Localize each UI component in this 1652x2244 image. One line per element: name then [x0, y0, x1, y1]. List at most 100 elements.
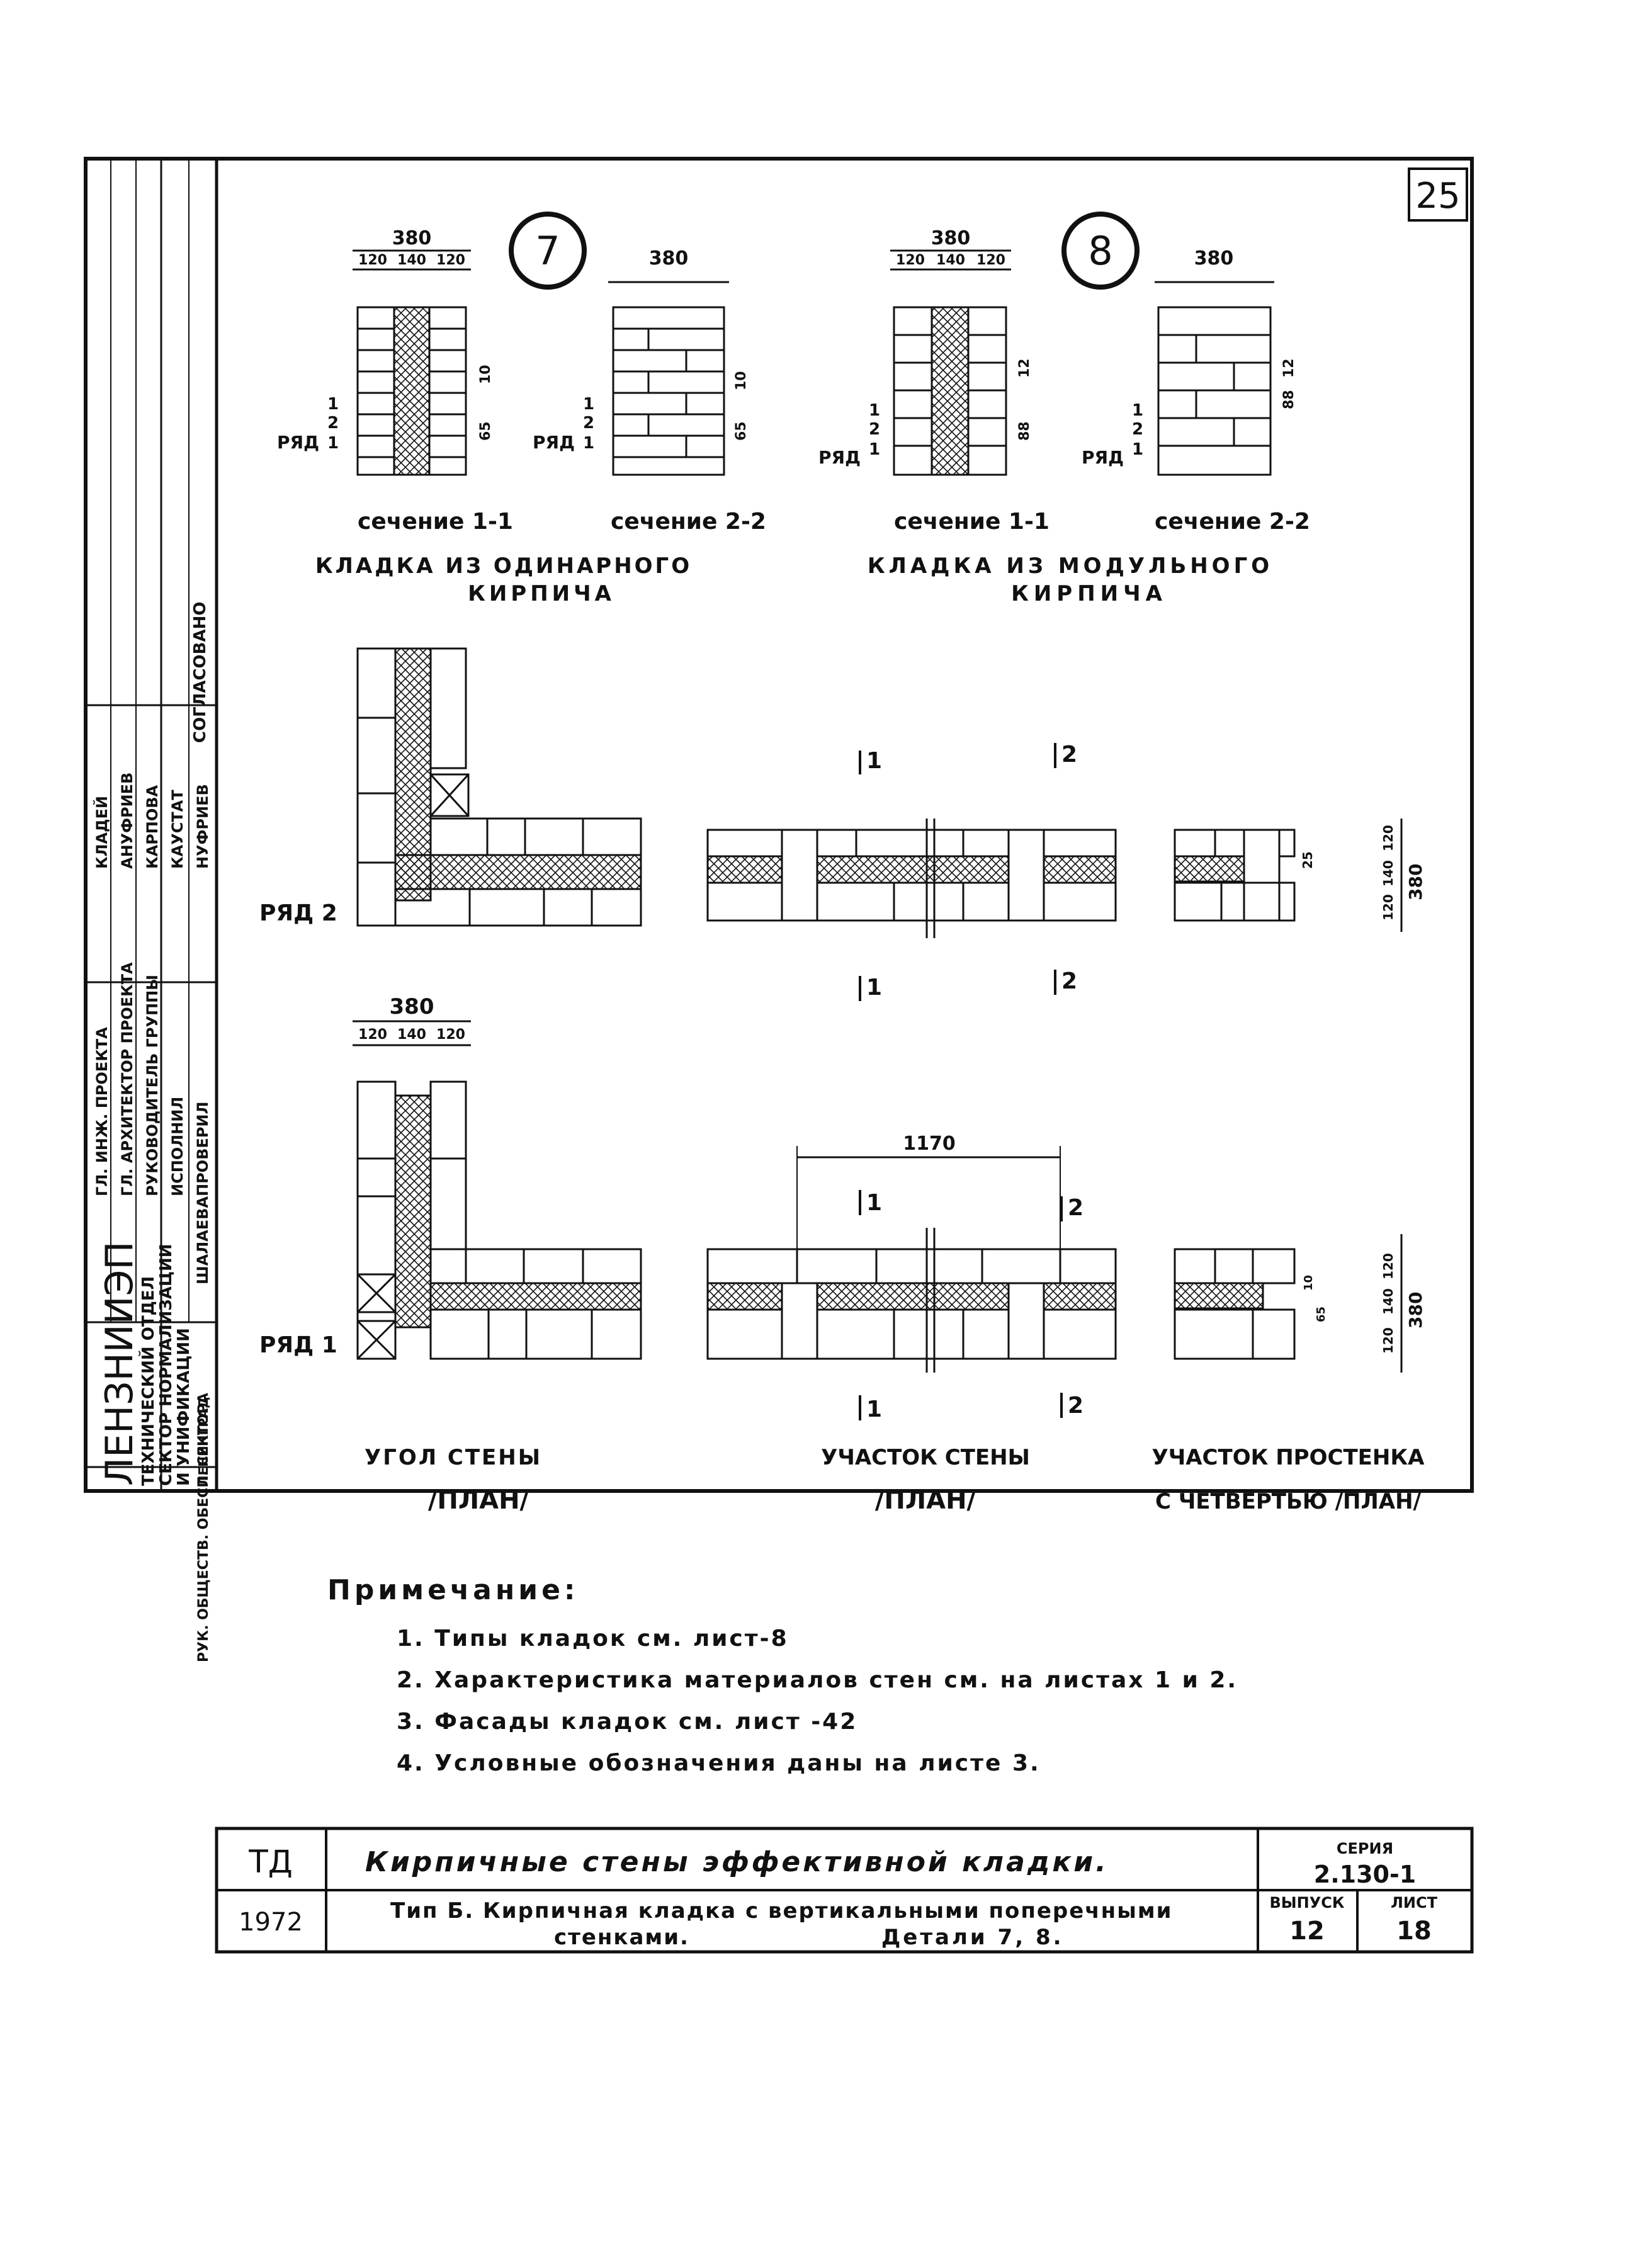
tb-title: Кирпичные стены эффективной кладки. [365, 1846, 1109, 1878]
row-num-7a-2: 2 [327, 414, 339, 433]
detail-7-title-1: КЛАДКА ИЗ ОДИНАРНОГО [315, 553, 692, 579]
tb-year: 1972 [239, 1908, 303, 1937]
corner-dim-b: 140 [397, 1027, 426, 1043]
row-label-7a: РЯД [277, 432, 319, 453]
dim-7-1-height: 65 [478, 421, 494, 441]
org-line-2: ТЕХНИЧЕСКИЙ ОТДЕЛ [138, 1276, 158, 1486]
tb-subtitle-1: Тип Б. Кирпичная кладка с вертикальными … [390, 1898, 1173, 1924]
dim-7-1-part-a: 120 [358, 252, 387, 268]
detail-marker-7: 7 [535, 228, 560, 274]
detail-marker-8-circle [1061, 212, 1140, 290]
pier-plan-row-2: 380 120 140 120 25 [1174, 819, 1426, 932]
side-stamp: СОГЛАСОВАНО ГЛ. ИНЖ. ПРОЕКТА ГЛ. АРХИТЕК… [86, 159, 217, 1662]
detail-7: 7 380 120 140 120 10 65 РЯД 1 [277, 212, 766, 606]
dim-8-1-joint: 12 [1017, 358, 1032, 378]
mark-2-top-r1: 2 [1068, 1195, 1083, 1221]
corner-dim-total: 380 [390, 994, 434, 1019]
notes-heading: Примечание: [327, 1574, 579, 1606]
dim-8-1-total: 380 [931, 227, 971, 249]
mark-1-top-r2: 1 [866, 748, 882, 774]
row-1-label: РЯД 1 [259, 1332, 337, 1358]
pier-r1-total: 380 [1405, 1292, 1426, 1329]
name-3: АНУФРИЕВ [118, 773, 136, 869]
role-3: РУКОВОДИТЕЛЬ ГРУППЫ [144, 975, 161, 1196]
role-1: ГЛ. ИНЖ. ПРОЕКТА [93, 1027, 111, 1196]
mark-2-top-r2: 2 [1061, 742, 1077, 768]
row-num-8b-2: 2 [1132, 420, 1143, 439]
row-num-7a-1: 1 [327, 395, 339, 414]
corner-dim-c: 120 [436, 1027, 465, 1043]
dim-7-1-part-c: 120 [436, 252, 465, 268]
tb-series-label: СЕРИЯ [1337, 1840, 1393, 1857]
org-line-3: СЕКТОР НОРМАЛИЗАЦИИ [157, 1244, 176, 1486]
mark-1-bot-r2: 1 [866, 975, 882, 1000]
caption-segment-2: /ПЛАН/ [875, 1486, 976, 1515]
pier-r1-height: 65 [1315, 1306, 1328, 1322]
role-2: ГЛ. АРХИТЕКТОР ПРОЕКТА [118, 962, 136, 1196]
detail-8: 8 380 120 140 120 12 88 РЯД 1 2 1 сечени… [818, 212, 1310, 606]
org-line-5: ЛЕНИНГРАД [196, 1397, 211, 1486]
dim-7-2-total: 380 [649, 247, 689, 269]
dim-7-1-part-b: 140 [397, 252, 426, 268]
approved-label: СОГЛАСОВАНО [191, 602, 210, 743]
section-7-1-1: 380 120 140 120 10 65 РЯД 1 2 1 сечение … [277, 227, 513, 535]
caption-7-1-1: сечение 1-1 [358, 509, 513, 535]
row-num-7b-2: 2 [583, 414, 594, 433]
name-1: ШАЛАЕВА [194, 1196, 212, 1284]
caption-8-2-2: сечение 2-2 [1155, 509, 1310, 535]
row-num-8b-3: 1 [1132, 440, 1143, 459]
name-4: КАРПОВА [144, 785, 161, 869]
tb-code: ТД [248, 1844, 293, 1880]
pier-r1-joint: 10 [1302, 1275, 1315, 1291]
dim-8-1-part-b: 140 [936, 252, 965, 268]
mark-2-bot-r1: 2 [1068, 1393, 1083, 1419]
mark-1-bot-r1: 1 [866, 1397, 882, 1422]
row-num-7a-3: 1 [327, 434, 339, 453]
note-2: 2. Характеристика материалов стен см. на… [397, 1667, 1238, 1693]
row-num-8b-1: 1 [1132, 401, 1143, 420]
detail-marker-7-circle [509, 212, 587, 290]
section-8-2-2: 380 12 88 РЯД 1 2 1 сечение 2-2 [1082, 247, 1310, 535]
row-num-8a-3: 1 [869, 440, 880, 459]
name-2: КЛАДЕЙ [93, 796, 111, 869]
corner-dim-a: 120 [358, 1027, 387, 1043]
dim-8-1-height: 88 [1017, 421, 1032, 441]
dim-8-2-height: 88 [1281, 390, 1297, 409]
section-7-2-2: 380 10 65 РЯД 1 2 1 сечение 2-2 [533, 247, 766, 535]
row-num-8a-1: 1 [869, 401, 880, 420]
note-1: 1. Типы кладок см. лист-8 [397, 1626, 789, 1652]
row-label-8a: РЯД [818, 447, 861, 468]
caption-pier-2: С ЧЕТВЕРТЬЮ /ПЛАН/ [1155, 1489, 1421, 1514]
segment-plan-row-1: 1170 1 2 1 2 [706, 1133, 1117, 1422]
sheet-number: 25 [1415, 176, 1460, 217]
pier-r2-part-c: 120 [1381, 894, 1396, 921]
pier-plan-row-1: 380 120 140 120 10 65 [1174, 1234, 1426, 1373]
sector-head-role: РУК. ОБЩЕСТВ. ОБЕСП. СЕКТОРА [196, 1393, 212, 1662]
role-4: ИСПОЛНИЛ [169, 1097, 186, 1196]
section-8-1-1: 380 120 140 120 12 88 РЯД 1 2 1 сечение … [818, 227, 1049, 535]
plans-row-1: РЯД 1 380 120 140 120 [259, 994, 1426, 1515]
dim-7-1-total: 380 [392, 227, 432, 249]
org-name: ЛЕНЗНИИЭП [98, 1241, 142, 1486]
row-num-7b-1: 1 [583, 395, 594, 414]
pier-r2-part-a: 120 [1381, 825, 1396, 851]
tb-sheet-value: 18 [1396, 1917, 1432, 1946]
pier-r2-joint: 25 [1300, 851, 1315, 869]
tb-sheet-label: ЛИСТ [1391, 1894, 1438, 1912]
caption-8-1-1: сечение 1-1 [894, 509, 1049, 535]
caption-corner-1: УГОЛ СТЕНЫ [365, 1445, 542, 1470]
name-6: НУФРИЕВ [194, 784, 212, 869]
dim-8-1-part-a: 120 [896, 252, 925, 268]
caption-7-2-2: сечение 2-2 [611, 509, 766, 535]
mark-2-bot-r2: 2 [1061, 968, 1077, 994]
dim-8-2-total: 380 [1194, 247, 1234, 269]
dim-7-2-joint: 10 [733, 371, 749, 390]
dim-8-2-joint: 12 [1281, 358, 1297, 378]
pier-r1-part-b: 140 [1381, 1288, 1396, 1315]
notes: Примечание: 1. Типы кладок см. лист-8 2.… [327, 1574, 1238, 1776]
tb-issue-label: ВЫПУСК [1270, 1894, 1345, 1912]
row-num-8a-2: 2 [869, 420, 880, 439]
detail-marker-8: 8 [1088, 228, 1112, 274]
dim-8-1-part-c: 120 [976, 252, 1005, 268]
